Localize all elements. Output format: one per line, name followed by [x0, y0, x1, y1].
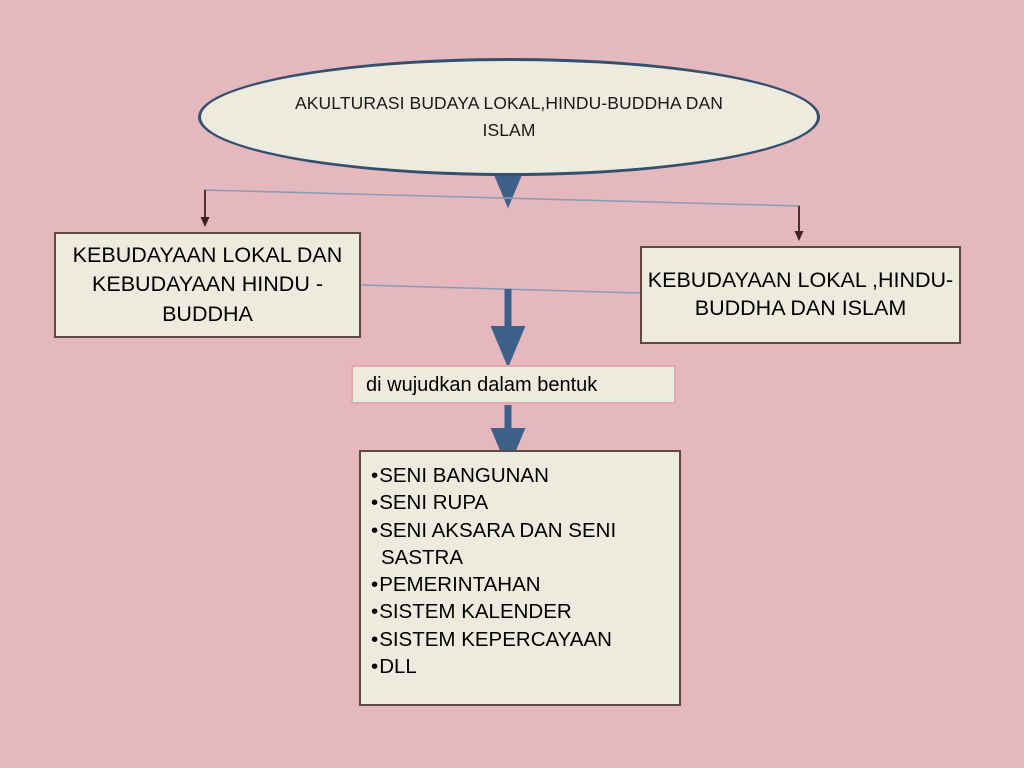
branch-box-right: KEBUDAYAAN LOKAL ,HINDU-BUDDHA DAN ISLAM — [640, 246, 961, 344]
split-line-top — [203, 189, 801, 207]
outcomes-list-item: SENI RUPA — [371, 489, 671, 516]
outcomes-list-item: SENI BANGUNAN — [371, 462, 671, 489]
link-left-right-boxes — [360, 284, 641, 294]
branch-box-left: KEBUDAYAAN LOKAL DAN KEBUDAYAAN HINDU - … — [54, 232, 361, 338]
outcomes-list-item: DLL — [371, 653, 671, 680]
branch-box-right-label: KEBUDAYAAN LOKAL ,HINDU-BUDDHA DAN ISLAM — [647, 268, 954, 320]
outcomes-list-item: SISTEM KEPERCAYAAN — [371, 626, 671, 653]
outcomes-list-item: SENI AKSARA DAN SENI SASTRA — [371, 517, 671, 572]
title-ellipse-node: AKULTURASI BUDAYA LOKAL,HINDU-BUDDHA DAN… — [198, 58, 820, 176]
outcomes-list-item: SISTEM KALENDER — [371, 598, 671, 625]
branch-box-left-label: KEBUDAYAAN LOKAL DAN KEBUDAYAAN HINDU - … — [72, 243, 343, 326]
title-ellipse-label: AKULTURASI BUDAYA LOKAL,HINDU-BUDDHA DAN… — [295, 92, 723, 140]
connector-label-box: di wujudkan dalam bentuk — [351, 365, 676, 404]
outcomes-box: SENI BANGUNANSENI RUPASENI AKSARA DAN SE… — [359, 450, 681, 706]
connector-label-text: di wujudkan dalam bentuk — [366, 373, 598, 396]
outcomes-list: SENI BANGUNANSENI RUPASENI AKSARA DAN SE… — [361, 452, 679, 680]
outcomes-list-item: PEMERINTAHAN — [371, 571, 671, 598]
